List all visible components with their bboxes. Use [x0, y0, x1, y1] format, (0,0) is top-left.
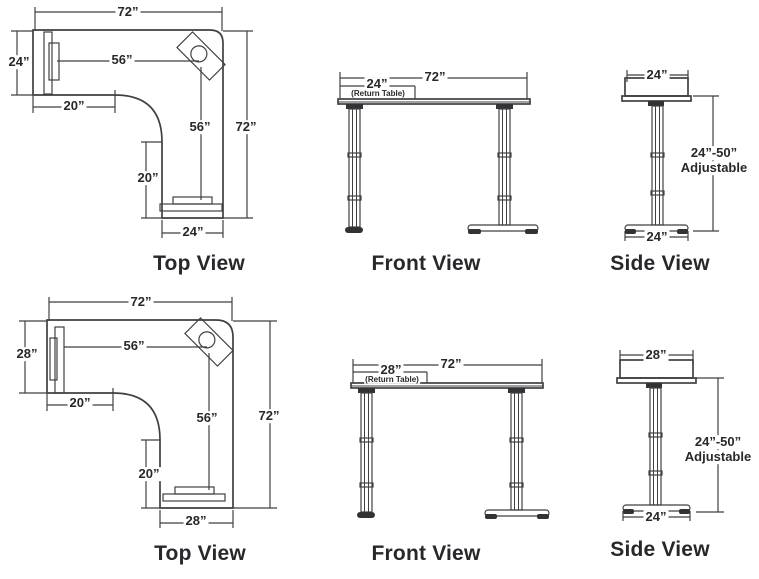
- dim-side-overhang: 20”: [136, 466, 162, 482]
- dim-bottom-depth: 28”: [183, 513, 209, 529]
- dim-corner-span: 56”: [187, 119, 213, 135]
- return-table-caption: (Return Table): [364, 374, 420, 385]
- dim-base-depth: 24”: [643, 509, 669, 525]
- tabletop: [337, 98, 531, 105]
- view-title-side-28: Side View: [610, 538, 710, 561]
- dim-height-caption: Adjustable: [682, 449, 754, 465]
- monitor-icon-bottom: [162, 486, 226, 502]
- dim-side-overhang: 20”: [135, 170, 161, 186]
- dim-top-depth: 28”: [643, 347, 669, 363]
- leg-right: [484, 388, 550, 519]
- view-title-side-24: Side View: [610, 252, 710, 275]
- dim-corner-span: 56”: [194, 410, 220, 426]
- view-title-top-28: Top View: [154, 542, 246, 565]
- dim-base-depth: 24”: [644, 229, 670, 245]
- dim-worksurface: 56”: [121, 338, 147, 354]
- dim-height-caption: Adjustable: [678, 160, 750, 176]
- view-title-front-28: Front View: [371, 542, 481, 565]
- dim-right-length: 72”: [256, 408, 282, 424]
- dim-return-overhang: 20”: [61, 98, 87, 114]
- dim-top-width: 72”: [115, 4, 141, 20]
- front-view-24: 72” 24” (Return Table) Front View: [300, 60, 585, 285]
- top-view-28: 72” 28” 56” 72” 56” 20” 20” 28” Top View: [0, 288, 292, 579]
- chair-icon: [184, 317, 234, 367]
- dim-return-overhang: 20”: [67, 395, 93, 411]
- leg-right: [467, 104, 539, 234]
- front-view-28: 72” 28” (Return Table) Front View: [300, 345, 585, 579]
- chair-icon: [176, 31, 226, 81]
- dimension-lines: [19, 297, 277, 528]
- tabletop: [350, 382, 544, 389]
- dim-right-length: 72”: [233, 119, 259, 135]
- side-view-28-drawing: [616, 350, 724, 521]
- dim-worksurface: 56”: [109, 52, 135, 68]
- dim-total-width: 72”: [438, 356, 464, 372]
- side-view-28: 28” 24”-50” Adjustable 24” Side View: [590, 340, 759, 579]
- dim-top-width: 72”: [128, 294, 154, 310]
- dim-height-range: 24”-50”: [692, 434, 744, 450]
- leg-left: [345, 104, 363, 233]
- monitor-icon-bottom: [159, 196, 223, 212]
- dim-bottom-depth: 24”: [180, 224, 206, 240]
- monitor-icon-left: [49, 326, 65, 394]
- monitor-icon-left: [43, 31, 60, 95]
- front-view-28-drawing: [350, 359, 550, 519]
- return-table-caption: (Return Table): [350, 88, 406, 99]
- view-title-front-24: Front View: [371, 252, 481, 275]
- leg-left: [357, 388, 375, 518]
- view-title-top-24: Top View: [153, 252, 245, 275]
- side-view-24: 24” 24”-50” Adjustable 24” Side View: [590, 60, 759, 285]
- dim-total-width: 72”: [422, 69, 448, 85]
- dim-return-width: 28”: [378, 362, 404, 378]
- dim-return-width: 24”: [364, 76, 390, 92]
- dim-left-depth: 24”: [6, 54, 32, 70]
- dim-height-range: 24”-50”: [688, 145, 740, 161]
- top-view-28-drawing: [19, 297, 277, 528]
- dim-top-depth: 24”: [644, 67, 670, 83]
- side-view-24-drawing: [621, 70, 719, 241]
- tabletop-side: [616, 359, 697, 384]
- top-view-24: 72” 24” 56” 72” 56” 20” 20” 24” Top View: [0, 0, 292, 285]
- dimension-lines: [11, 7, 253, 238]
- column: [648, 101, 665, 226]
- column: [646, 383, 663, 506]
- dim-left-depth: 28”: [14, 346, 40, 362]
